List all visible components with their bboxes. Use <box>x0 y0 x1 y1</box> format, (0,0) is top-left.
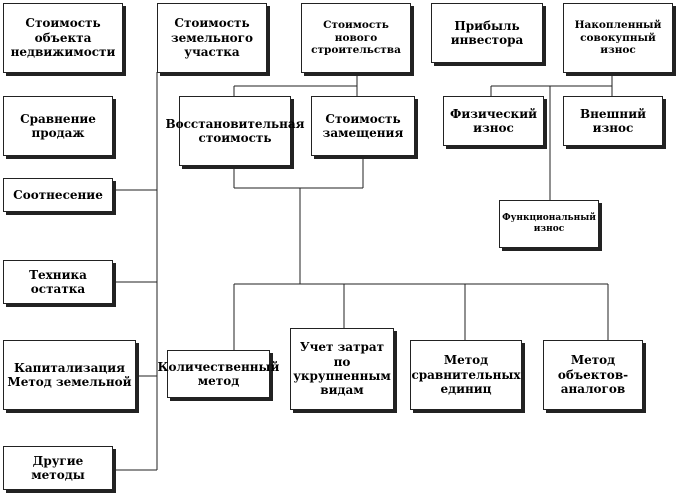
box-investor-profit: Прибыль инвестора <box>431 3 543 63</box>
box-quantity-survey: Количественный метод <box>158 350 279 398</box>
box-residual-technique: Техника остатка <box>3 260 113 304</box>
box-replacement-cost-label: Стоимость замещения <box>322 111 404 140</box>
box-sales-comparison-label: Сравнение продаж <box>20 111 96 140</box>
box-comparative-unit-label: Метод сравнительных единиц <box>411 353 521 397</box>
box-unit-in-place-label: Учет затрат по укрупненным видам <box>293 340 391 398</box>
box-accumulated-wear: Накопленный совокупный износ <box>563 3 673 73</box>
box-external-wear-label: Внешний износ <box>579 106 647 135</box>
box-residual-technique-label: Техника остатка <box>29 267 87 296</box>
box-functional-wear-label: Функциональный износ <box>502 213 596 234</box>
box-allocation-label: Соотнесение <box>13 187 103 202</box>
box-property-value: Стоимость объекта недвижимости <box>3 3 123 73</box>
box-reproduction-cost: Восстановительная стоимость <box>165 96 305 166</box>
box-allocation: Соотнесение <box>3 178 113 212</box>
box-replacement-cost: Стоимость замещения <box>311 96 415 156</box>
box-unit-in-place: Учет затрат по укрупненным видам <box>290 328 394 410</box>
box-functional-wear: Функциональный износ <box>499 200 599 248</box>
box-new-construction: Стоимость нового строительства <box>301 3 411 73</box>
box-comparative-unit: Метод сравнительных единиц <box>410 340 522 410</box>
box-land-value: Стоимость земельного участка <box>157 3 267 73</box>
box-physical-wear: Физический износ <box>443 96 544 146</box>
box-property-value-label: Стоимость объекта недвижимости <box>10 16 116 60</box>
box-capitalization-label: Капитализация Метод земельной <box>7 360 132 389</box>
box-analog-objects: Метод объектов-аналогов <box>543 340 643 410</box>
box-new-construction-label: Стоимость нового строительства <box>311 19 401 57</box>
box-sales-comparison: Сравнение продаж <box>3 96 113 156</box>
box-physical-wear-label: Физический износ <box>449 106 538 135</box>
box-analog-objects-label: Метод объектов-аналогов <box>557 353 629 397</box>
box-external-wear: Внешний износ <box>563 96 663 146</box>
box-capitalization: Капитализация Метод земельной <box>3 340 136 410</box>
box-accumulated-wear-label: Накопленный совокупный износ <box>574 19 662 57</box>
box-other-methods: Другие методы <box>3 446 113 490</box>
box-investor-profit-label: Прибыль инвестора <box>450 18 524 47</box>
box-quantity-survey-label: Количественный метод <box>157 359 280 388</box>
box-other-methods-label: Другие методы <box>31 453 85 482</box>
box-reproduction-cost-label: Восстановительная стоимость <box>165 116 305 145</box>
box-land-value-label: Стоимость земельного участка <box>170 16 254 60</box>
